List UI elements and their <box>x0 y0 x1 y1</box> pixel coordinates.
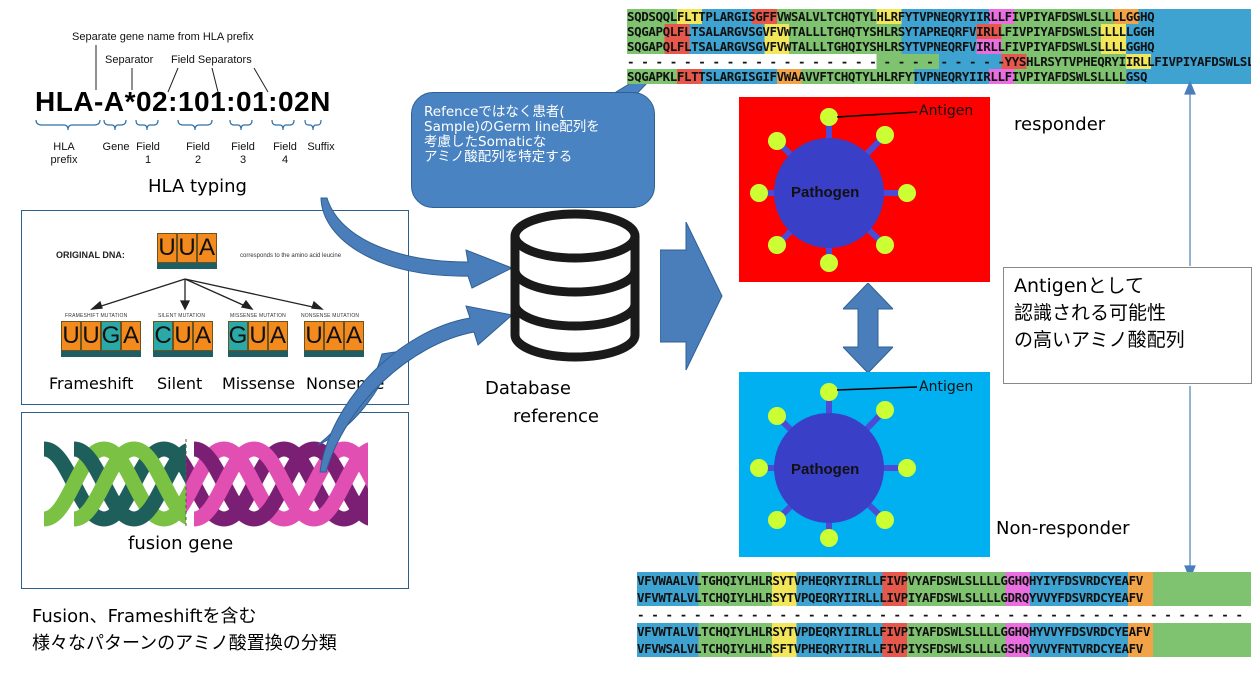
frameshift-label: Frameshift <box>49 374 134 393</box>
hla-annotation-field-separators: Field Separators <box>171 54 252 66</box>
bottom-seq-row-5: VFVWSALVLTCHQIYLHLRSFTVPHEQRYIIRLLFIVPIY… <box>637 641 1143 656</box>
callout-line-3: 考慮したSomaticな <box>424 134 547 150</box>
fusion-helix-graphic <box>44 439 368 529</box>
hla-typing-label: HLA typing <box>148 176 247 197</box>
silent-nt-1: C <box>153 321 173 351</box>
hla-annotation-gene-prefix: Separate gene name from HLA prefix <box>72 31 254 43</box>
nonsense-nt-1: U <box>304 321 324 351</box>
missense-nt-3: A <box>268 321 288 351</box>
database-icon <box>510 209 640 362</box>
silent-nt-3: A <box>193 321 213 351</box>
callout-line-1: Refenceではなく患者( <box>424 104 565 120</box>
callout-line-4: アミノ酸配列を特定する <box>424 149 573 165</box>
fusion-gene-label: fusion gene <box>128 533 234 554</box>
silent-small-caption: SILENT MUTATION <box>158 313 206 319</box>
nonsense-nt-3: A <box>344 321 364 351</box>
antigen-box-line-1: Antigenとして <box>1014 275 1144 297</box>
bottom-seq-row-2: VFVWTALVLTCHQIYLHLRSYTVPQEQRYIIRLLLIVPIY… <box>637 590 1143 605</box>
nonsense-small-caption: NONSENSE MUTATION <box>301 313 360 319</box>
responder-pathogen-panel: Pathogen Antigen <box>739 97 990 282</box>
missense-nt-1: G <box>228 321 248 351</box>
top-seq-row-4: - - - - - - - - - - - - - - - - - - - - … <box>627 54 1251 69</box>
mutation-types-panel: ORIGINAL DNA: U U A corresponds to the a… <box>21 210 409 405</box>
bottom-seq-row-1: VFVWAALVLTGHQIYLHLRSYTVPHEQRYIIRLLFIVPVY… <box>637 573 1143 588</box>
hla-annotation-leaders <box>35 45 322 131</box>
silent-nt-2: U <box>173 321 193 351</box>
database-label-line2: reference <box>513 406 599 427</box>
missense-label: Missense <box>222 374 296 393</box>
database-to-pathogen-arrow <box>660 222 723 371</box>
original-nt-1: U <box>157 233 177 263</box>
sequence-alignment-top: SQDSQQLFLTTPLARGISGFFVWSALVLTCHQTYLHLRFY… <box>627 9 1251 87</box>
callout-line-2: Sample)のGerm line配列を <box>424 119 600 135</box>
top-seq-row-1: SQDSQQLFLTTPLARGISGFFVWSALVLTCHQTYLHLRFY… <box>627 9 1155 24</box>
pathogen-graphic-responder <box>750 108 918 272</box>
missense-codon: G U A <box>228 321 288 357</box>
classification-caption-line2: 様々なパターンのアミノ酸置換の分類 <box>32 633 337 654</box>
antigen-candidate-box: Antigenとして 認識される可能性 の高いアミノ酸配列 <box>1003 267 1252 384</box>
fusion-gene-panel: fusion gene <box>21 412 409 589</box>
responder-comparison-arrow <box>843 283 893 373</box>
top-seq-row-5: SQGAPKLFLTTSLARGISGIFVWAAVVFTCHQTYLHLRFY… <box>627 69 1148 84</box>
missense-small-caption: MISSENSE MUTATION <box>230 313 286 319</box>
nonsense-nt-2: A <box>324 321 344 351</box>
hla-annotation-separator: Separator <box>105 54 154 66</box>
pathogen-graphic-non-responder <box>750 383 918 547</box>
original-codon: U U A <box>157 233 217 269</box>
non-responder-pathogen-label: Pathogen <box>791 461 860 478</box>
responder-status-label: responder <box>1014 114 1106 135</box>
frameshift-nt-4: A <box>121 321 141 351</box>
frameshift-codon: U U G A <box>61 321 141 357</box>
original-nt-2: U <box>177 233 197 263</box>
responder-pathogen-label: Pathogen <box>791 184 860 201</box>
nonsense-codon: U A A <box>304 321 364 357</box>
responder-antigen-label: Antigen <box>919 103 974 119</box>
original-nt-3: A <box>197 233 217 263</box>
antigen-box-line-3: の高いアミノ酸配列 <box>1014 329 1185 351</box>
frameshift-nt-1: U <box>61 321 81 351</box>
hla-to-database-arrow <box>320 197 514 289</box>
non-responder-status-label: Non-responder <box>996 518 1130 539</box>
database-label-line1: Database <box>485 378 571 399</box>
original-dna-label: ORIGINAL DNA: <box>56 250 125 260</box>
bottom-seq-row-3: - - - - - - - - - - - - - - - - - - - - … <box>637 607 1243 622</box>
silent-label: Silent <box>157 374 203 393</box>
germline-somatic-callout: Refenceではなく患者( Sample)のGerm line配列を 考慮した… <box>411 92 655 208</box>
hla-allele-code: HLA-A*02:101:01:02N <box>35 86 331 117</box>
hla-caption-gene: Gene <box>102 141 130 153</box>
sequence-alignment-bottom: VFVWAALVLTGHQIYLHLRSYTVPHEQRYIIRLLFIVPVY… <box>637 572 1251 666</box>
frameshift-nt-2: U <box>81 321 101 351</box>
missense-nt-2: U <box>248 321 268 351</box>
top-seq-row-2: SQGAPQLFLTSALARGVSGVFVWTALLLTGHQTYSHLRSY… <box>627 24 1155 39</box>
top-seq-row-3: SQGAPQLFLTSALARGVSGVFVWTALLLTGHQIYSHLRSY… <box>627 39 1155 54</box>
mutation-branch-arrows <box>90 278 324 311</box>
non-responder-antigen-label: Antigen <box>919 379 974 395</box>
silent-codon: C U A <box>153 321 213 357</box>
classification-caption-line1: Fusion、Frameshiftを含む <box>32 606 257 627</box>
frameshift-small-caption: FRAMESHIFT MUTATION <box>65 313 128 319</box>
antigen-box-line-2: 認識される可能性 <box>1014 302 1167 324</box>
fusion-to-database-arrow <box>319 305 514 473</box>
bottom-seq-row-4: VFVWTALVLTCHQIYLHLRSYTVPDEQRYIIRLLFIVPIY… <box>637 624 1151 639</box>
non-responder-pathogen-panel: Pathogen Antigen <box>739 372 990 557</box>
frameshift-nt-3: G <box>101 321 121 351</box>
amino-acid-note: corresponds to the amino acid leucine <box>240 253 342 259</box>
hla-caption-suffix: Suffix <box>307 141 335 153</box>
